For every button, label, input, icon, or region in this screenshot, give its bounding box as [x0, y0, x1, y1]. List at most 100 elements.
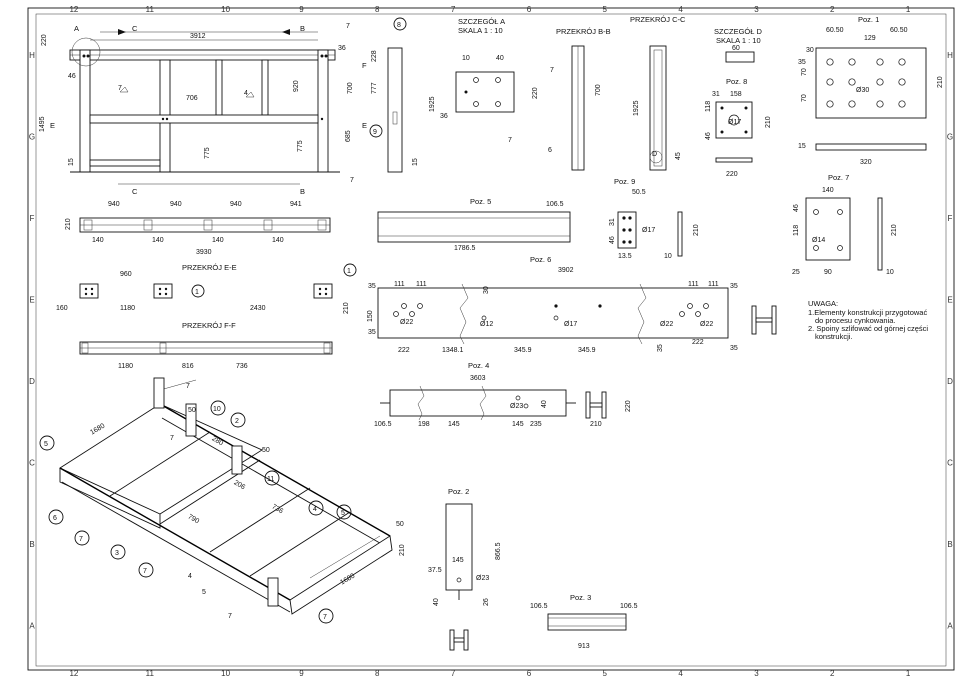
- dim-36: 36: [338, 45, 346, 52]
- poz-2-title: Poz. 2: [448, 487, 469, 496]
- poz1-hole: [876, 78, 884, 86]
- notes-line-3: 2. Spoiny szlifować od górnej części: [808, 324, 928, 333]
- poz1-hole: [826, 100, 834, 108]
- dim-158-p8: 158: [730, 91, 742, 98]
- dim-10-da: 10: [462, 55, 470, 62]
- balloon-7-c: 7: [323, 614, 327, 621]
- detail-d-title: SZCZEGÓŁ D: [714, 27, 763, 36]
- section-b-marker-bot: B: [300, 187, 305, 196]
- section-ee-title: PRZEKRÓJ E-E: [182, 263, 237, 272]
- dim-1065-b-p3: 106.5: [620, 603, 638, 610]
- dim-210-p7: 210: [891, 224, 898, 236]
- zone-col-bottom-5: 5: [603, 669, 608, 678]
- dim-3902: 3902: [558, 267, 574, 274]
- dim-15-p1: 15: [798, 143, 806, 150]
- dim-70-a-p1: 70: [801, 68, 808, 76]
- dim-920: 920: [293, 80, 300, 92]
- dim-2430: 2430: [250, 305, 266, 312]
- dim-1495: 1495: [39, 116, 46, 132]
- dim-40-p2: 40: [433, 598, 440, 606]
- zone-col-top-3: 3: [754, 5, 759, 14]
- section-f-marker-right: F: [362, 61, 367, 70]
- poz-3: Poz. 3 106.5 106.5 913: [530, 593, 638, 650]
- weld-mark-iso-b: 7: [170, 435, 174, 442]
- dim-228: 228: [371, 50, 378, 62]
- zone-row-right-D: D: [947, 377, 953, 386]
- dim-736-iso: 736: [271, 503, 285, 515]
- dim-1925: 1925: [429, 96, 436, 112]
- balloon-8-main: 8: [397, 22, 401, 29]
- weld-mark-iso-c: 4: [188, 573, 192, 580]
- poz1-hole: [898, 78, 906, 86]
- side-post-view: 8 9 228 777 1925 15: [369, 17, 436, 173]
- dim-1925-cc: 1925: [633, 100, 640, 116]
- section-b-marker-top: B: [300, 24, 305, 33]
- dim-280-iso: 280: [211, 435, 225, 447]
- dim-10-p7: 10: [886, 269, 894, 276]
- section-c-marker-top: C: [132, 24, 138, 33]
- dim-220-da: 220: [532, 87, 539, 99]
- dim-d22-c-p6: Ø22: [700, 321, 713, 328]
- zone-col-bottom-3: 3: [754, 669, 759, 678]
- dim-700-bb: 700: [595, 84, 602, 96]
- zone-row-left-A: A: [29, 621, 35, 630]
- dim-140-a: 140: [92, 237, 104, 244]
- zone-row-left-C: C: [29, 458, 35, 467]
- balloon-11: 11: [267, 476, 274, 483]
- zone-col-bottom-1: 1: [906, 669, 911, 678]
- balloon-2-iso: 2: [235, 418, 239, 425]
- balloon-7-a: 7: [79, 536, 83, 543]
- balloon-4-iso: 4: [313, 506, 317, 513]
- dim-6050-a-p1: 60.50: [826, 27, 844, 34]
- dim-140-c: 140: [212, 237, 224, 244]
- dim-220-p8: 220: [726, 171, 738, 178]
- balloon-3-iso: 3: [115, 550, 119, 557]
- dim-50-a-iso: 50: [188, 407, 196, 414]
- balloon-5-b: 5: [341, 510, 345, 517]
- zone-col-top-12: 12: [69, 5, 78, 14]
- dim-1180: 1180: [120, 305, 135, 312]
- poz1-hole: [826, 58, 834, 66]
- dim-d22-a-p6: Ø22: [400, 319, 413, 326]
- zone-row-right-F: F: [948, 214, 953, 223]
- dim-d22-b-p6: Ø22: [660, 321, 673, 328]
- dim-d12-p6: Ø12: [480, 321, 493, 328]
- zone-col-bottom-11: 11: [146, 669, 155, 678]
- section-cc: PRZEKRÓJ C-C D 1925 45: [630, 15, 686, 171]
- dim-206-iso: 206: [233, 479, 247, 491]
- dim-222-b-p6: 222: [692, 339, 704, 346]
- zone-col-bottom-7: 7: [451, 669, 456, 678]
- dim-210-ee: 210: [343, 302, 350, 314]
- poz-8-title: Poz. 8: [726, 77, 747, 86]
- zone-col-top-8: 8: [375, 5, 380, 14]
- balloon-5-a: 5: [44, 441, 48, 448]
- dim-1180-ff: 1180: [118, 363, 133, 370]
- poz-1: Poz. 1 60.50 129 60.50 35 70 70 30 Ø30 2…: [798, 15, 944, 166]
- zone-col-bottom-12: 12: [69, 669, 78, 678]
- dim-d14-p7: Ø14: [812, 237, 825, 244]
- dim-1065-a-p3: 106.5: [530, 603, 548, 610]
- zone-row-right-B: B: [947, 540, 952, 549]
- poz-4: Poz. 4 3603 106.5 198 145 145 235 Ø23 40…: [374, 361, 632, 428]
- detail-d: SZCZEGÓŁ D SKALA 1 : 10 60: [714, 27, 763, 63]
- dim-220: 220: [41, 34, 48, 46]
- poz-3-title: Poz. 3: [570, 593, 591, 602]
- dim-d23-p2: Ø23: [476, 575, 489, 582]
- zone-col-bottom-2: 2: [830, 669, 835, 678]
- notes-line-2: do procesu cynkowania.: [815, 316, 895, 325]
- poz-8: Poz. 8 31 158 118 46 Ø17 210 220: [705, 77, 772, 178]
- dim-940-c: 940: [230, 201, 242, 208]
- dim-35-e-p6: 35: [730, 345, 738, 352]
- dim-46: 46: [68, 73, 76, 80]
- dim-111-c-p6: 111: [688, 281, 699, 288]
- zone-row-right-H: H: [947, 51, 953, 60]
- dim-140-p7: 140: [822, 187, 834, 194]
- zone-col-top-10: 10: [221, 5, 230, 14]
- weld-mark-da: 7: [508, 137, 512, 144]
- dim-35-p1: 35: [798, 59, 806, 66]
- poz-9-title: Poz. 9: [614, 177, 635, 186]
- poz-1-title: Poz. 1: [858, 15, 879, 24]
- section-e-marker-right: E: [362, 121, 367, 130]
